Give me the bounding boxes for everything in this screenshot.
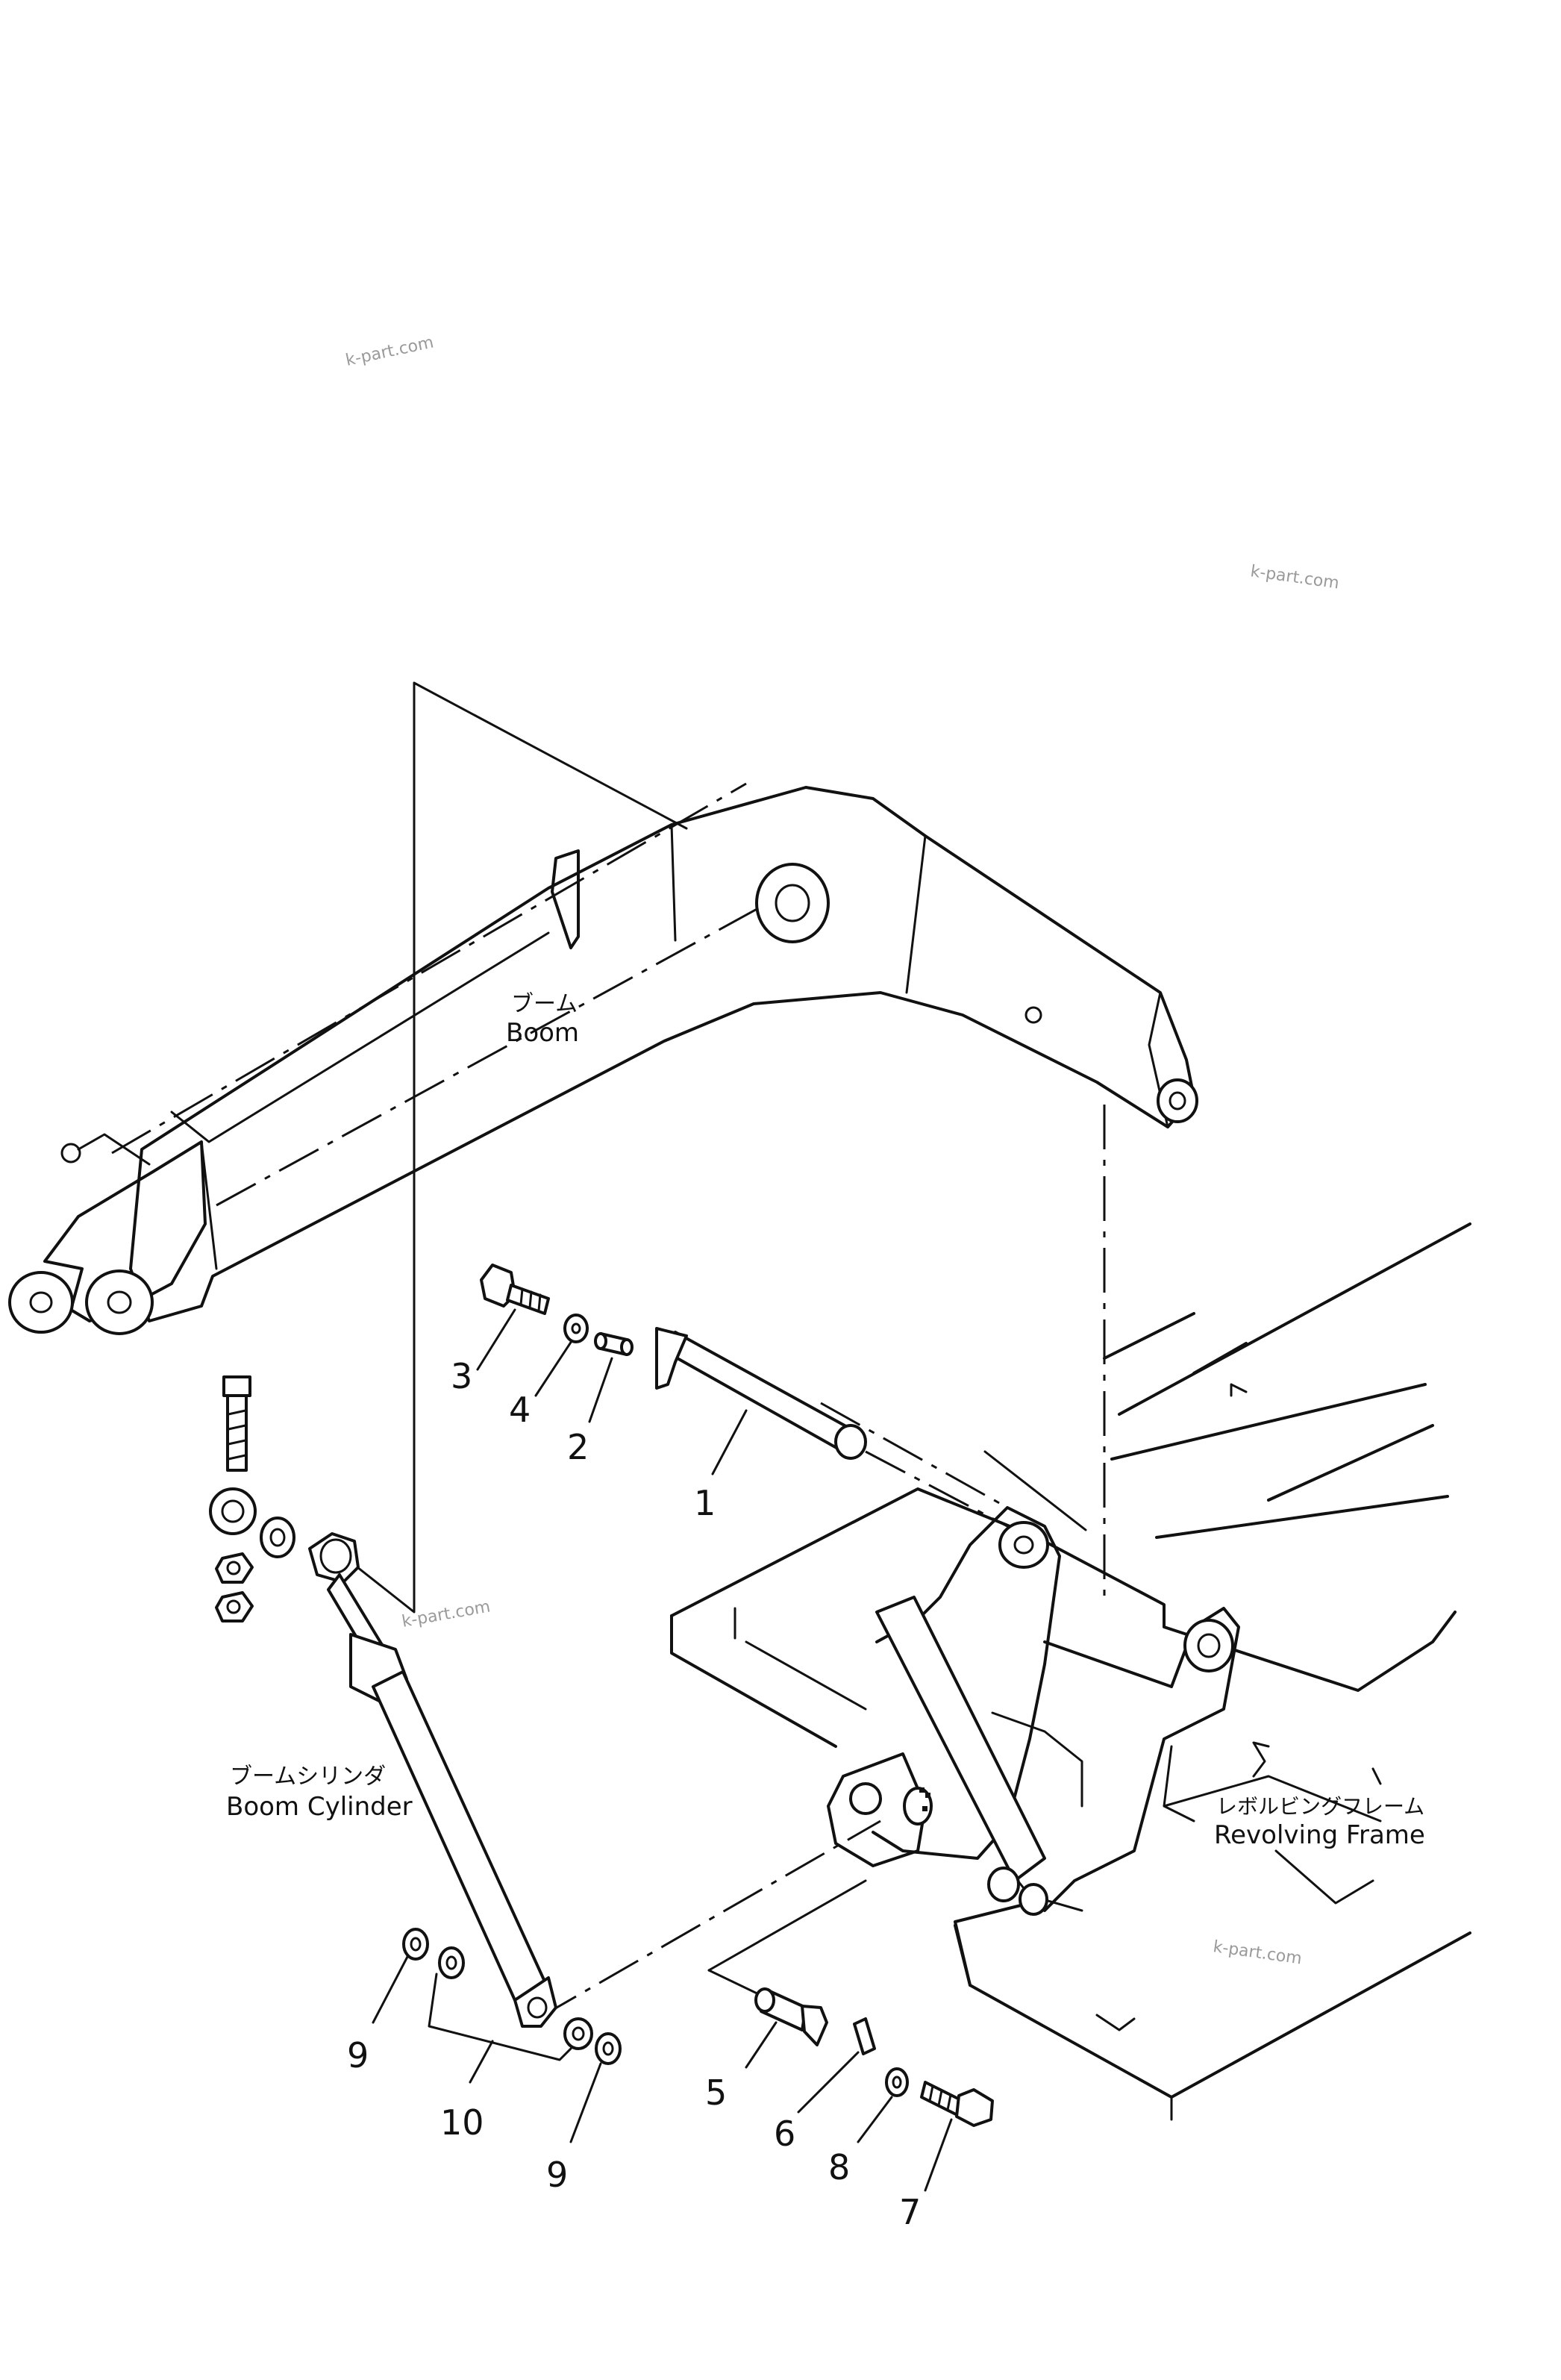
spacer-10-icon (563, 2017, 593, 2050)
boom-foot-boss-icon (755, 863, 830, 943)
boom-foot-pin (655, 1327, 1008, 1528)
boom-cylinder-label-jp: ブームシリンダ (230, 1764, 386, 1790)
callout-5: 5 (705, 2073, 727, 2113)
pin-5-icon (754, 1987, 828, 2046)
boom (8, 782, 1198, 1335)
washer-9-icon (402, 1928, 429, 1961)
callout-7: 7 (899, 2192, 921, 2232)
revolving-frame (670, 1222, 1471, 2121)
callout-6: 6 (774, 2114, 795, 2154)
revolving-frame-label-en: Revolving Frame (1214, 1820, 1425, 1850)
callout-9: 9 (546, 2155, 568, 2195)
boom-cylinder-label-en: Boom Cylinder (226, 1792, 413, 1822)
callout-9: 9 (347, 2035, 369, 2076)
boom-label-en: Boom (506, 1018, 579, 1048)
lock-plate-6-icon (853, 2017, 876, 2055)
bolt-7-icon (920, 2081, 994, 2127)
spacer-10-icon (438, 1946, 465, 1979)
boom-label-jp: ブーム (511, 991, 578, 1017)
bolt-3-icon (480, 1264, 550, 1315)
watermark: k-part.com (1249, 562, 1340, 593)
callout-10: 10 (440, 2102, 484, 2143)
callout-3: 3 (451, 1356, 472, 1396)
washer-9-icon (595, 2032, 622, 2065)
callout-1: 1 (694, 1483, 716, 1523)
leader-lines (372, 1308, 953, 2192)
boom-cylinder (308, 1532, 557, 2028)
revolving-frame-label-jp: レボルビングフレーム (1216, 1794, 1424, 1819)
washer-4-icon (563, 1314, 589, 1343)
cylinder-head-fasteners (209, 1375, 295, 1622)
leader-line (342, 681, 416, 1614)
callout-4: 4 (509, 1390, 531, 1430)
washer-8-icon (885, 2067, 909, 2097)
callout-8: 8 (828, 2147, 850, 2187)
sleeve-2-icon (594, 1332, 634, 1356)
watermark: k-part.com (1212, 1937, 1303, 1968)
watermark: k-part.com (344, 334, 435, 370)
callout-2: 2 (567, 1427, 589, 1467)
